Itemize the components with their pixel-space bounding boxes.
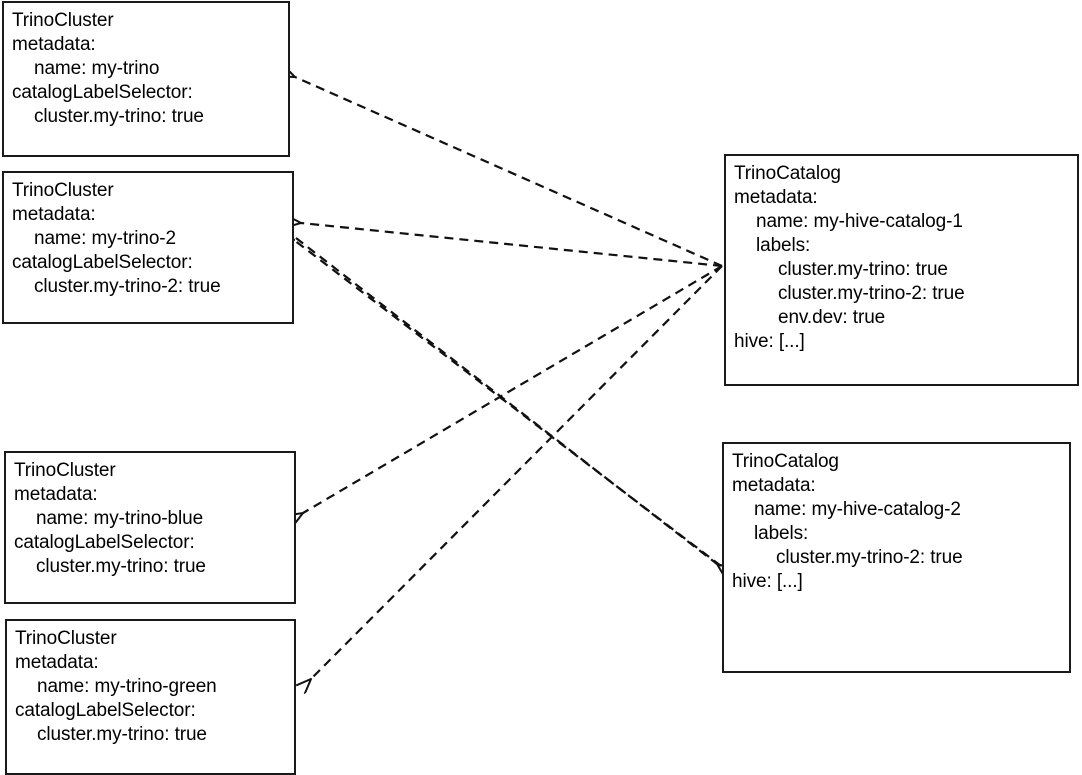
node-line: cluster.my-trino: true <box>37 724 207 745</box>
node-trinocluster-my-trino-green[interactable]: TrinoCluster metadata: name: my-trino-gr… <box>5 619 296 775</box>
node-line: hive: [...] <box>732 571 803 592</box>
edge-catalog1-to-cluster1 <box>295 77 723 268</box>
node-line: cluster.my-trino-2: true <box>776 547 963 568</box>
node-line: metadata: <box>12 34 96 55</box>
node-line: catalogLabelSelector: <box>14 532 195 553</box>
node-line: labels: <box>754 523 809 544</box>
node-line: hive: [...] <box>734 331 805 352</box>
node-line: TrinoCluster <box>15 628 117 649</box>
node-line: TrinoCluster <box>12 10 114 31</box>
node-line: TrinoCluster <box>12 180 114 201</box>
node-line: catalogLabelSelector: <box>15 700 196 721</box>
node-line: metadata: <box>734 187 818 208</box>
node-line: cluster.my-trino-2: true <box>34 276 221 297</box>
node-trinocluster-my-trino-blue[interactable]: TrinoCluster metadata: name: my-trino-bl… <box>4 451 296 604</box>
node-line: cluster.my-trino: true <box>34 106 204 127</box>
node-line: metadata: <box>12 204 96 225</box>
edge-catalog1-to-cluster4 <box>311 265 723 679</box>
edge-catalog2-to-cluster2 <box>294 240 722 567</box>
edge-catalog1-to-cluster2 <box>301 223 723 268</box>
node-trinocluster-my-trino[interactable]: TrinoCluster metadata: name: my-trino ca… <box>2 1 290 157</box>
node-line: env.dev: true <box>778 307 886 328</box>
node-trinocatalog-my-hive-catalog-2[interactable]: TrinoCatalog metadata: name: my-hive-cat… <box>722 442 1071 673</box>
node-line: metadata: <box>15 652 99 673</box>
node-line: metadata: <box>14 484 98 505</box>
node-line: catalogLabelSelector: <box>12 252 193 273</box>
edge-cluster2-to-catalog2 <box>295 237 717 564</box>
node-line: catalogLabelSelector: <box>12 82 193 103</box>
node-line: name: my-trino-blue <box>36 508 204 529</box>
node-line: labels: <box>756 235 811 256</box>
edge-catalog1-to-cluster3 <box>303 265 723 513</box>
node-line: name: my-hive-catalog-1 <box>756 211 963 232</box>
node-line: TrinoCatalog <box>734 163 841 184</box>
node-line: TrinoCatalog <box>732 451 839 472</box>
node-line: TrinoCluster <box>14 460 116 481</box>
node-line: metadata: <box>732 475 816 496</box>
node-line: cluster.my-trino-2: true <box>778 283 965 304</box>
node-line: cluster.my-trino: true <box>36 556 206 577</box>
node-trinocluster-my-trino-2[interactable]: TrinoCluster metadata: name: my-trino-2 … <box>2 171 294 324</box>
node-line: name: my-trino-green <box>37 676 217 697</box>
node-trinocatalog-my-hive-catalog-1[interactable]: TrinoCatalog metadata: name: my-hive-cat… <box>724 154 1079 386</box>
node-line: name: my-trino <box>34 58 160 79</box>
node-line: cluster.my-trino: true <box>778 259 948 280</box>
node-line: name: my-hive-catalog-2 <box>754 499 961 520</box>
node-line: name: my-trino-2 <box>34 228 176 249</box>
